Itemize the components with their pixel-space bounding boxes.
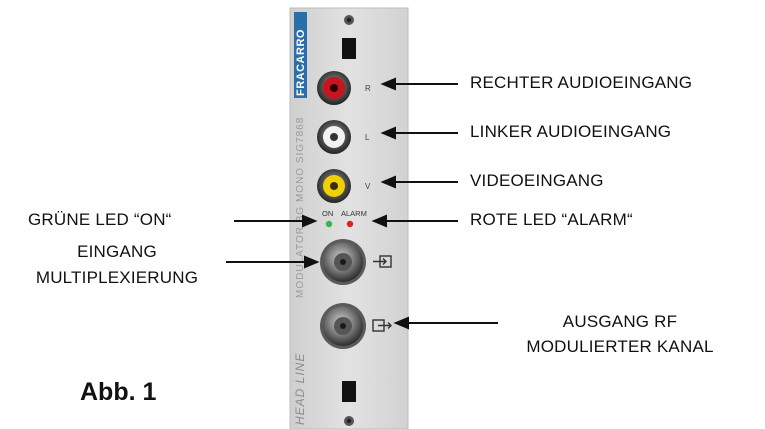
led-on-label: ON	[322, 209, 333, 218]
label-video-input: VIDEOEINGANG	[470, 171, 604, 190]
series-text: HEAD LINE	[293, 353, 307, 425]
label-input-line2: MULTIPLEXIERUNG	[35, 268, 199, 287]
brand-strip	[294, 12, 307, 98]
jack-v-label: V	[365, 182, 371, 191]
video-jack	[317, 169, 351, 203]
red-led-icon	[346, 220, 354, 228]
label-input-line1: EINGANG	[77, 242, 157, 261]
jack-l-label: L	[365, 133, 370, 142]
label-output-line1: AUSGANG RF	[562, 312, 678, 331]
label-output-rf: AUSGANG RF MODULIERTER KANAL	[500, 311, 740, 358]
label-input-multiplexing: EINGANG MULTIPLEXIERUNG	[12, 241, 222, 289]
left-audio-jack	[317, 120, 351, 154]
right-audio-jack	[317, 71, 351, 105]
label-red-led: ROTE LED “ALARM“	[470, 210, 633, 229]
bottom-slot	[342, 381, 356, 402]
led-alarm-label: ALARM	[341, 209, 367, 218]
input-f-connector	[320, 239, 366, 285]
label-left-audio-input: LINKER AUDIOEINGANG	[470, 122, 672, 141]
label-right-audio-input: RECHTER AUDIOEINGANG	[470, 73, 693, 92]
brand-text: FRACARRO	[295, 29, 307, 96]
model-text: MODULATOR BG MONO SIG7868	[295, 117, 306, 298]
label-green-led: GRÜNE LED “ON“	[28, 210, 172, 229]
jack-r-label: R	[365, 84, 371, 93]
output-f-connector	[320, 303, 366, 349]
input-icon	[373, 255, 392, 268]
top-slot	[342, 38, 356, 59]
output-icon	[372, 319, 392, 332]
label-output-line2: MODULIERTER KANAL	[526, 337, 714, 356]
figure-label: Abb. 1	[80, 378, 157, 406]
green-led-icon	[325, 220, 333, 228]
